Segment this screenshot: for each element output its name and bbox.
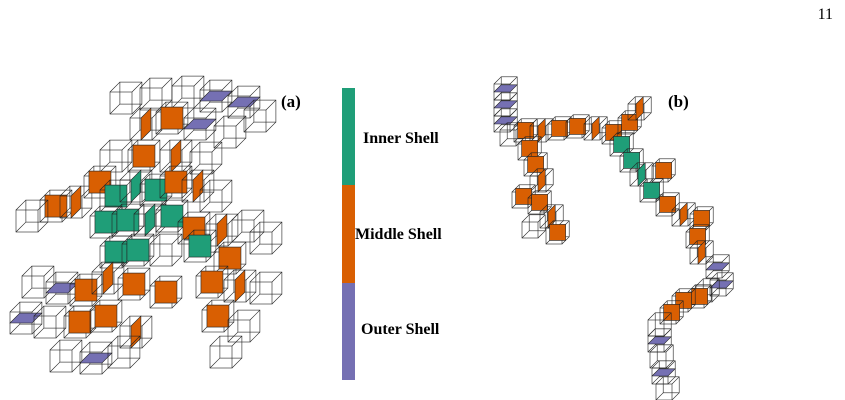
legend-label-middle-shell: Middle Shell <box>355 226 442 244</box>
legend-label-outer-shell: Outer Shell <box>361 321 439 339</box>
panel-a-lattice <box>10 76 282 374</box>
legend-label-inner-shell: Inner Shell <box>363 130 439 148</box>
legend-swatch-middle <box>342 185 355 283</box>
panel-label-a: (a) <box>281 92 301 112</box>
legend-swatch-inner <box>342 88 355 185</box>
legend-swatch-outer <box>342 283 355 380</box>
panel-label-b: (b) <box>668 92 689 112</box>
legend-color-bar <box>342 88 355 380</box>
panel-b-lattice <box>494 77 733 400</box>
